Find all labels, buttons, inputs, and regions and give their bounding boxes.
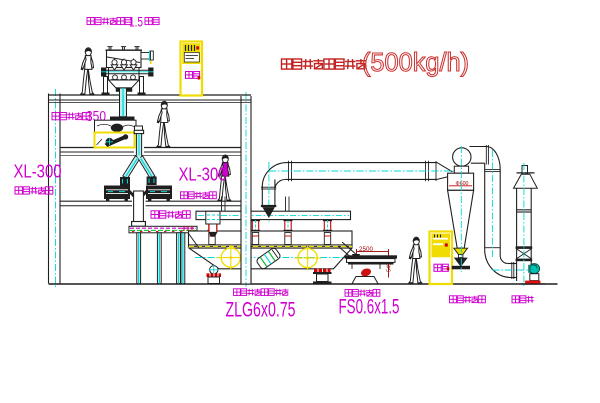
svg-text:FS0.6x1.5: FS0.6x1.5 xyxy=(339,296,400,319)
svg-text:XL-300: XL-300 xyxy=(14,162,62,182)
svg-text:545: 545 xyxy=(387,263,393,272)
svg-text:(500kg/h): (500kg/h) xyxy=(362,49,469,77)
svg-text:1.5: 1.5 xyxy=(129,15,143,30)
svg-text:XL-300: XL-300 xyxy=(179,165,227,185)
svg-text:2500: 2500 xyxy=(359,247,374,253)
svg-text:ZLG6x0.75: ZLG6x0.75 xyxy=(226,299,296,322)
svg-text:Φ600: Φ600 xyxy=(456,181,469,187)
